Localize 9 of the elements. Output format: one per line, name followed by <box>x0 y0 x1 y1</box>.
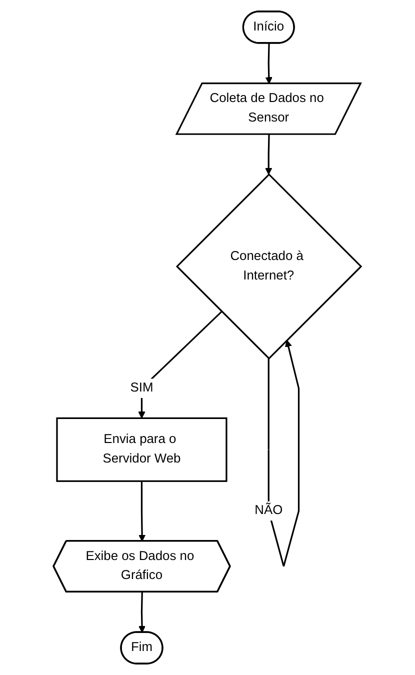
arrow <box>138 310 222 419</box>
edge-label: NÃO <box>254 504 283 518</box>
arrow <box>138 592 146 633</box>
edge-label: SIM <box>130 381 154 395</box>
arrow <box>138 481 146 542</box>
arrow <box>265 134 272 175</box>
arrow <box>266 43 273 84</box>
node-diamond: Conectado à Internet? <box>176 173 362 360</box>
node-box: Envia para o Servidor Web <box>56 417 228 482</box>
